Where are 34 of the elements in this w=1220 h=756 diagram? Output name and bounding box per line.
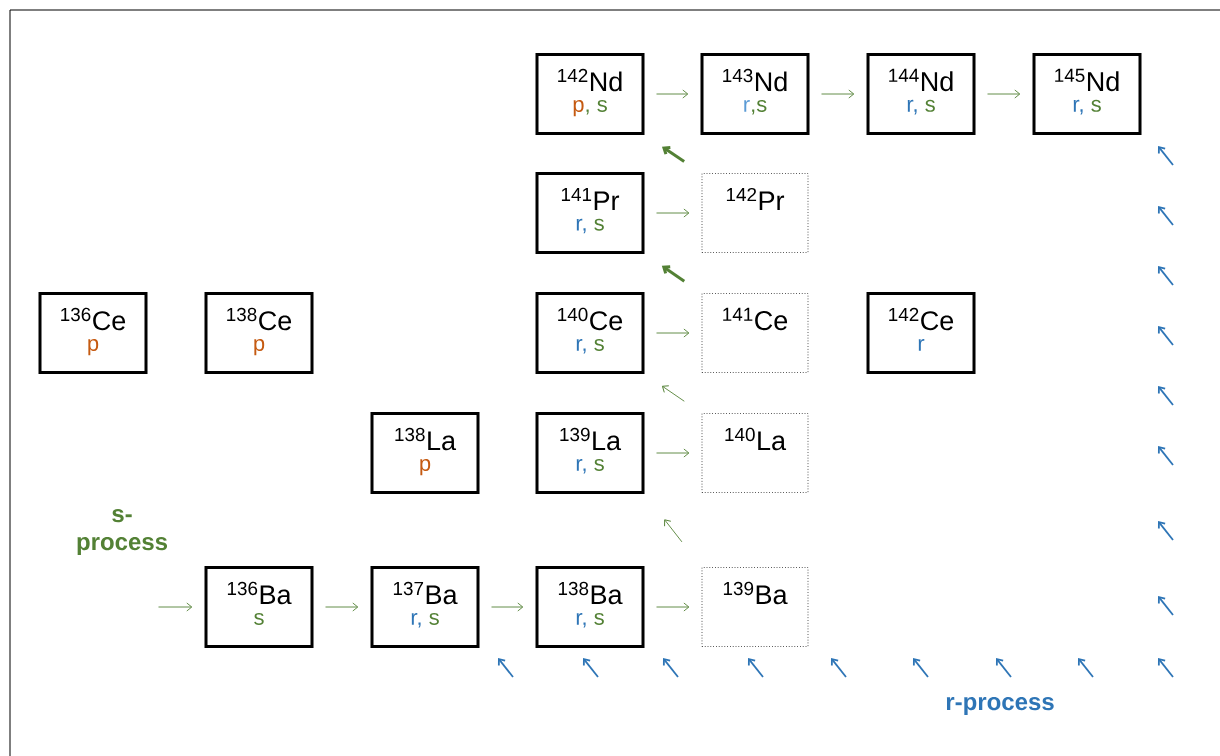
arrow xyxy=(656,602,690,612)
arrow xyxy=(491,602,524,612)
nuclide-box: $^{139}$La r, s xyxy=(535,412,645,494)
nuclide-box: $^{142}$Pr xyxy=(701,173,809,253)
nuclide-box: $^{142}$Nd p, s xyxy=(535,53,645,135)
nuclide-box: $^{141}$Pr r, s xyxy=(535,172,645,254)
arrow xyxy=(325,602,359,612)
arrow xyxy=(656,448,690,458)
nuclide-box: $^{140}$Ce r, s xyxy=(535,292,645,374)
arrow xyxy=(661,385,685,402)
nuclide-box: $^{137}$Ba r, s xyxy=(370,566,480,648)
arrow xyxy=(661,145,685,163)
nuclide-box: $^{139}$Ba xyxy=(701,567,809,647)
nuclide-box: $^{138}$Ce p xyxy=(204,292,314,374)
arrow xyxy=(656,208,690,218)
nuclide-box: $^{144}$Nd r, s xyxy=(866,53,976,135)
arrow xyxy=(821,89,855,99)
nuclide-box: $^{141}$Ce xyxy=(701,293,809,373)
nuclide-box: $^{143}$Nd r,s xyxy=(700,53,810,135)
nuclide-box: $^{142}$Ce r xyxy=(866,292,976,374)
process-label: s- process xyxy=(77,509,168,555)
arrow xyxy=(656,89,689,99)
nuclide-box: $^{136}$Ce p xyxy=(38,292,148,374)
nuclide-box: $^{140}$La xyxy=(701,413,809,493)
arrow xyxy=(664,519,683,543)
nuclide-box: $^{145}$Nd r, s xyxy=(1032,53,1142,135)
arrow xyxy=(656,328,690,338)
arrow xyxy=(661,265,686,283)
nuclide-box: $^{138}$La p xyxy=(370,412,480,494)
arrow xyxy=(987,89,1021,99)
arrow xyxy=(158,602,193,612)
nuclide-box: $^{136}$Ba s xyxy=(204,566,314,648)
nuclide-box: $^{138}$Ba r, s xyxy=(535,566,645,648)
process-label: r-process xyxy=(946,697,1054,715)
